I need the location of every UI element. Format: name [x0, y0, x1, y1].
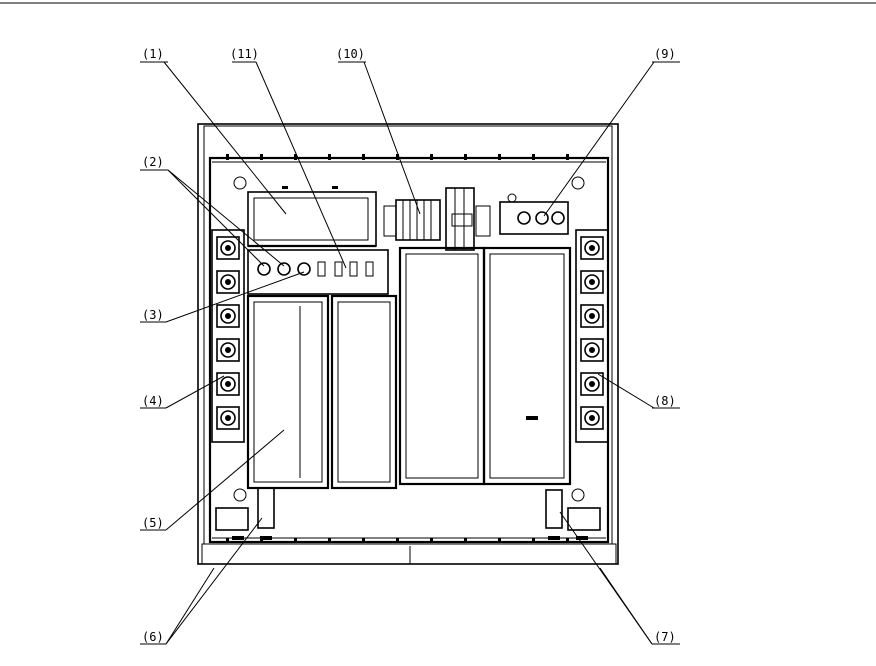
- callout-4: (4): [142, 394, 164, 408]
- screw: [260, 154, 263, 160]
- right-connector-socket: [581, 271, 603, 293]
- callout-5: (5): [142, 516, 164, 530]
- right-connector-column: [576, 230, 608, 442]
- screw: [294, 538, 297, 543]
- screw: [566, 154, 569, 160]
- screw: [464, 538, 467, 543]
- screw: [396, 538, 399, 543]
- left-connector-socket: [217, 407, 239, 429]
- lower-panels: [248, 248, 570, 488]
- screw: [328, 538, 331, 543]
- screw: [328, 154, 331, 160]
- mounting-holes: [234, 177, 584, 501]
- callout-8: (8): [654, 394, 676, 408]
- screw: [362, 154, 365, 160]
- left-foot-brackets: [216, 488, 274, 540]
- screw: [362, 538, 365, 543]
- left-connector-socket: [217, 373, 239, 395]
- top-right-connector-plate: [500, 194, 568, 234]
- display-module: [248, 186, 376, 246]
- left-connector-socket: [217, 339, 239, 361]
- screw: [430, 538, 433, 543]
- right-connector-socket: [581, 237, 603, 259]
- callout-2: (2): [142, 155, 164, 169]
- screw: [532, 538, 535, 543]
- right-connector-socket: [581, 373, 603, 395]
- cabinet-enclosure: [198, 124, 618, 564]
- connector-strip: [248, 250, 388, 294]
- left-connector-socket: [217, 271, 239, 293]
- left-connector-column: [212, 230, 244, 442]
- left-connector-socket: [217, 305, 239, 327]
- terminal-block: [384, 188, 490, 250]
- callout-6: (6): [142, 630, 164, 644]
- callout-1: (1): [142, 47, 164, 61]
- screw: [464, 154, 467, 160]
- screw: [226, 538, 229, 543]
- callout-10: (10): [336, 47, 365, 61]
- right-connector-socket: [581, 407, 603, 429]
- left-connector-socket: [217, 237, 239, 259]
- callout-7: (7): [654, 630, 676, 644]
- screw: [566, 538, 569, 543]
- right-connector-socket: [581, 305, 603, 327]
- right-connector-socket: [581, 339, 603, 361]
- screw: [498, 538, 501, 543]
- screw: [532, 154, 535, 160]
- screw: [226, 154, 229, 160]
- screw: [430, 154, 433, 160]
- callout-3: (3): [142, 308, 164, 322]
- screw: [498, 154, 501, 160]
- callout-9: (9): [654, 47, 676, 61]
- callout-11: (11): [230, 47, 259, 61]
